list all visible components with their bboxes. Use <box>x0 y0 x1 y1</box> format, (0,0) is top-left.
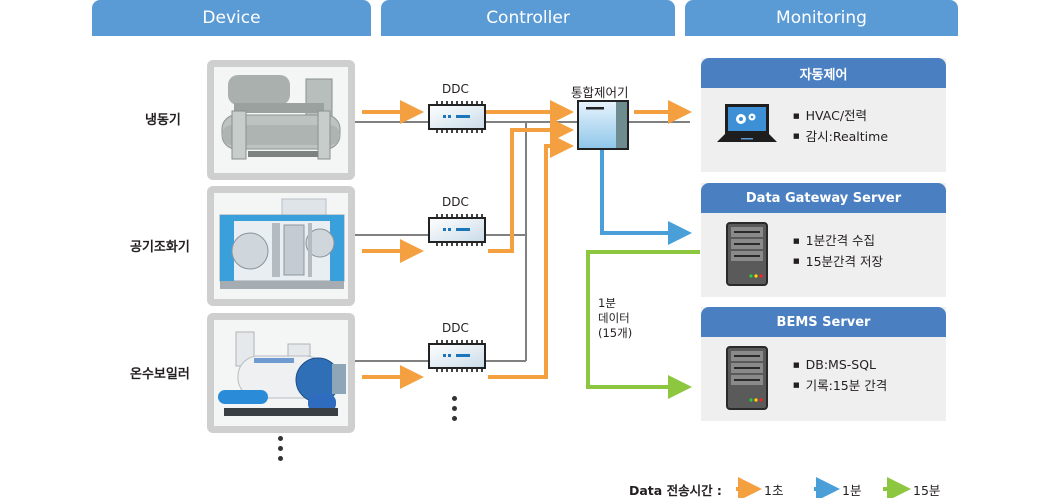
gray-bus-lines <box>355 121 690 362</box>
header-device: Device <box>92 0 371 36</box>
blue-arrow-controller-gateway <box>600 150 692 245</box>
panel-title: 자동제어 <box>701 58 946 88</box>
legend-label-1m: 1분 <box>842 483 862 498</box>
panel-auto-control: 자동제어 HVAC/전력 감시:Realtime <box>701 58 946 172</box>
note-line: (15개) <box>598 326 633 340</box>
panel-title: Data Gateway Server <box>701 183 946 213</box>
panel-bems-server: BEMS Server DB:MS-SQL 기록:15분 간격 <box>701 307 946 421</box>
hot-water-boiler-image <box>218 331 346 416</box>
panel-title: BEMS Server <box>701 307 946 337</box>
orange-arrow-ddc2-controller <box>488 118 574 253</box>
bullet-item: 기록:15분 간격 <box>793 376 888 397</box>
bullet-item: 1분간격 수집 <box>793 231 883 252</box>
green-arrow-gateway-bems <box>586 250 700 399</box>
header-controller: Controller <box>381 0 675 36</box>
orange-data-lines <box>362 100 692 389</box>
bullet-item: 감시:Realtime <box>793 127 888 148</box>
panel-data-gateway-server: Data Gateway Server 1분간격 수집 15분간격 저장 <box>701 183 946 297</box>
legend-title: Data 전송시간 : <box>629 483 722 498</box>
ddc-label-3: DDC <box>442 321 469 335</box>
one-minute-data-note: 1분 데이터 (15개) <box>598 296 632 341</box>
server-icon <box>726 222 768 286</box>
server-icon <box>726 346 768 410</box>
note-line: 데이터 <box>598 311 630 325</box>
device-frame-ahu <box>207 186 355 306</box>
note-line: 1분 <box>598 296 616 310</box>
orange-arrow-ddc3-controller <box>488 134 574 379</box>
bullet-item: DB:MS-SQL <box>793 355 887 376</box>
device-label-boiler: 온수보일러 <box>130 367 190 382</box>
chiller-image <box>221 75 341 160</box>
integrated-controller-label: 통합제어기 <box>571 85 629 100</box>
legend-label-15m: 15분 <box>913 483 941 498</box>
air-handling-unit-image <box>219 198 345 289</box>
more-devices-dots <box>278 436 284 461</box>
more-ddc-dots <box>452 396 458 421</box>
ddc-label-1: DDC <box>442 82 469 96</box>
bullet-item: HVAC/전력 <box>793 106 888 127</box>
ddc-label-2: DDC <box>442 195 469 209</box>
device-frame-boiler <box>207 313 355 433</box>
device-frame-chiller <box>207 60 355 180</box>
bullet-item: 15분간격 저장 <box>793 252 883 273</box>
legend-label-1s: 1초 <box>764 483 784 498</box>
device-label-chiller: 냉동기 <box>145 113 181 128</box>
laptop-gear-icon <box>717 104 777 142</box>
header-monitoring: Monitoring <box>685 0 958 36</box>
device-label-ahu: 공기조화기 <box>130 240 190 255</box>
